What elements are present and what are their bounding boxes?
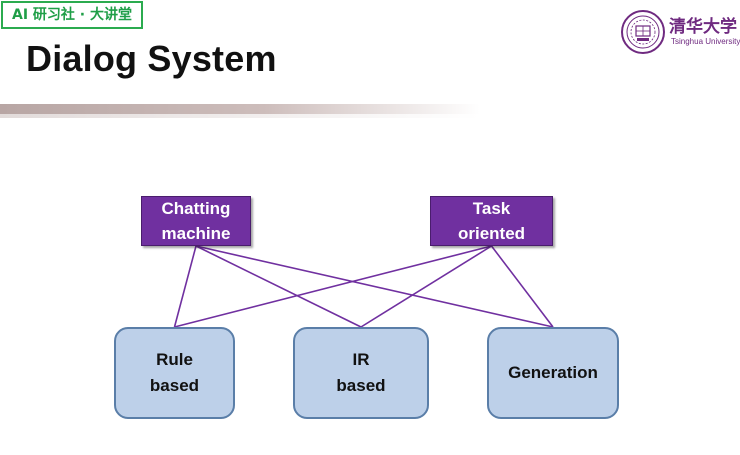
ir-based-label: IR based (336, 350, 386, 395)
tsinghua-logo: 清华大学 Tsinghua University (619, 8, 740, 56)
ai-yanxishe-badge: AI 研习社 · 大讲堂 (1, 1, 143, 29)
edge-chatting-machine-to-ir-based (195, 245, 362, 328)
edge-task-oriented-to-ir-based (360, 245, 492, 328)
title-underline-bar (0, 104, 480, 114)
generation-label: Generation (508, 363, 598, 382)
ir-based-node: IR based (293, 327, 429, 419)
tsinghua-seal-icon (621, 10, 665, 54)
chatting-machine-label: Chatting machine (161, 199, 231, 243)
chatting-machine-node: Chatting machine (141, 196, 251, 246)
rule-based-node: Rule based (114, 327, 235, 419)
task-oriented-label: Task oriented (457, 199, 526, 243)
generation-node: Generation (487, 327, 619, 419)
edge-task-oriented-to-rule-based (174, 245, 492, 328)
rule-based-label: Rule based (149, 350, 200, 395)
edge-chatting-machine-to-generation (195, 245, 554, 328)
edge-task-oriented-to-generation (490, 245, 554, 328)
task-oriented-node: Task oriented (430, 196, 553, 246)
title-underline-shadow (0, 114, 480, 118)
tsinghua-english-name: Tsinghua University (671, 37, 740, 46)
tsinghua-name: 清华大学 (669, 17, 737, 37)
edge-chatting-machine-to-rule-based (173, 245, 197, 328)
slide-title: Dialog System (26, 38, 277, 79)
